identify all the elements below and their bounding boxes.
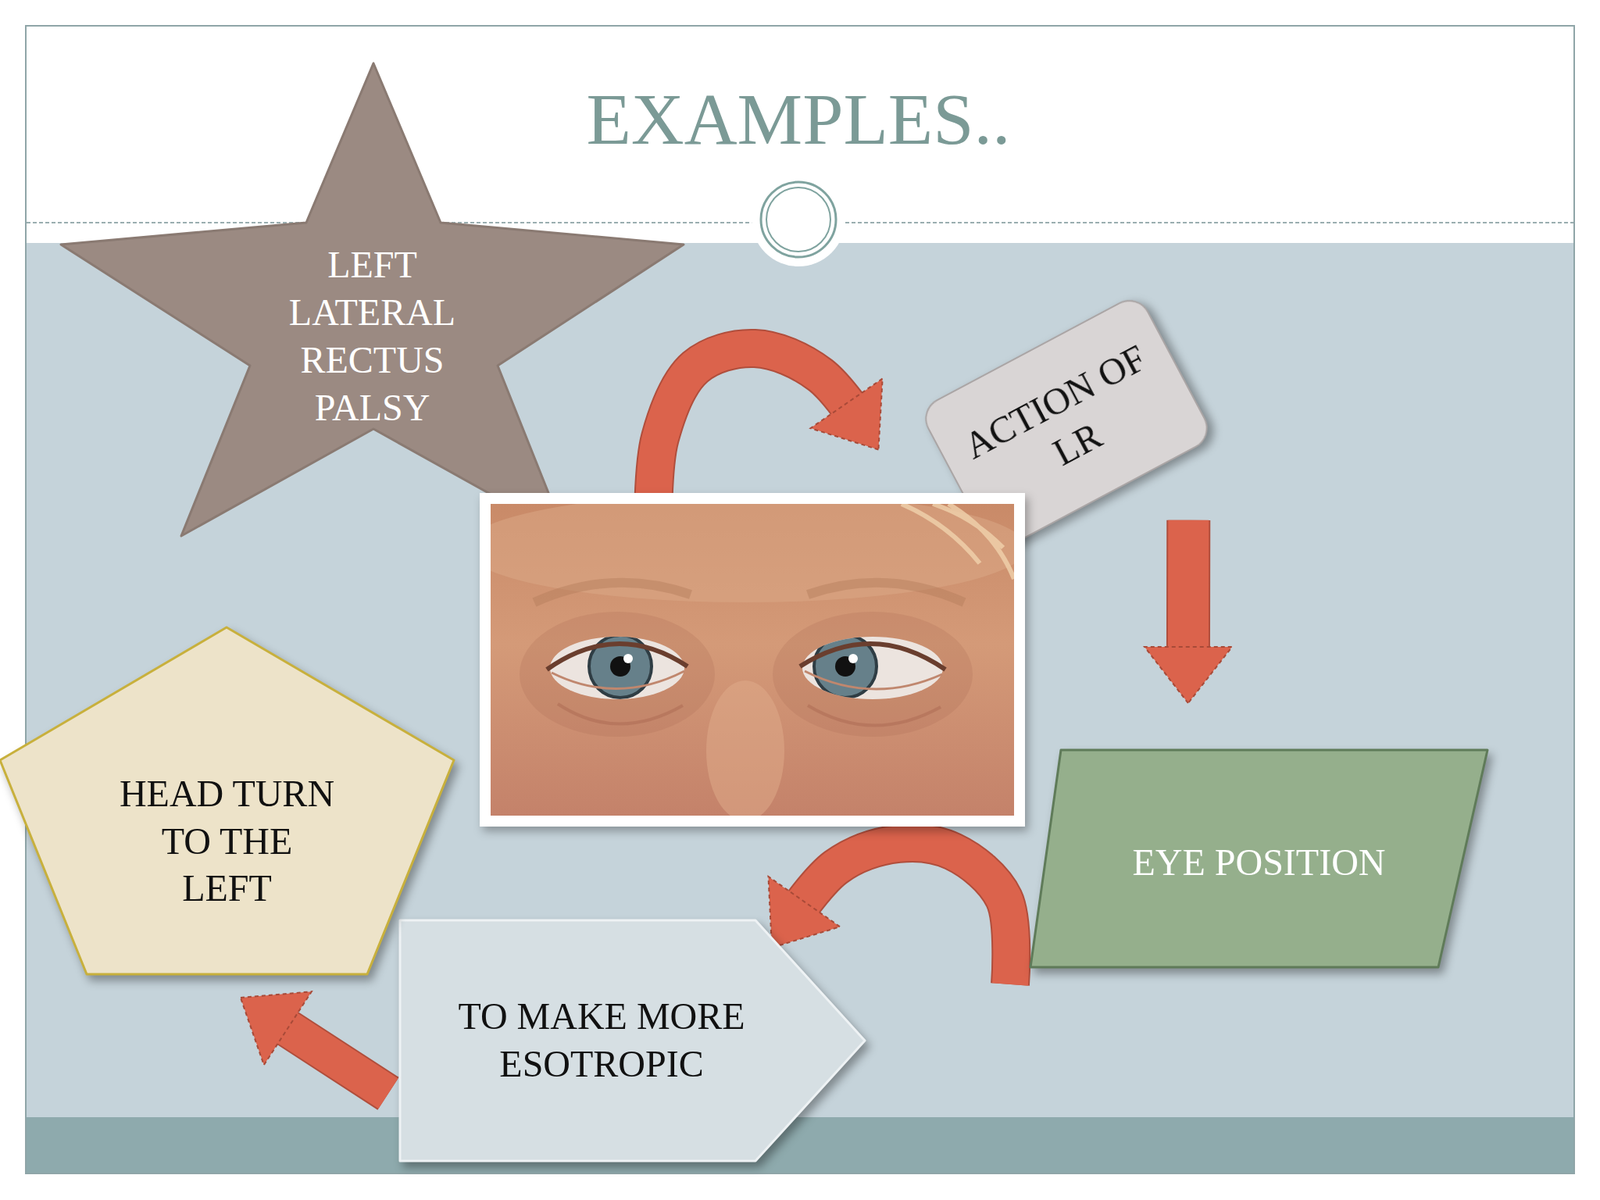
eye-socket	[519, 611, 715, 737]
hair-wisp	[901, 503, 1015, 579]
upper-eyelid	[546, 643, 946, 670]
position-parallelogram: EYE POSITION	[1030, 750, 1488, 968]
slide-frame	[25, 25, 1575, 1174]
lower-eyelid	[551, 671, 943, 690]
flow-arrow	[767, 842, 1011, 985]
node-text: TO MAKE MORE ESOTROPIC	[414, 992, 790, 1089]
rule-ornament-ring	[760, 182, 836, 258]
eyes-photo	[479, 492, 1025, 827]
under-eye-fold	[557, 703, 941, 726]
forehead	[490, 503, 1015, 603]
eye-highlight	[848, 653, 858, 664]
flow-arrow	[240, 991, 389, 1094]
node-text: HEAD TURN TO THE LEFT	[115, 770, 340, 914]
result-pentagon: HEAD TURN TO THE LEFT	[0, 627, 454, 975]
node-text: LEFT LATERAL RECTUS PALSY	[271, 241, 475, 433]
rule-ornament	[751, 172, 846, 267]
arrow-head	[767, 876, 840, 948]
bottom-band	[26, 1117, 1574, 1173]
reason-arrow-box-outline	[400, 920, 865, 1161]
nose-bridge	[706, 680, 785, 816]
rule-ornament-ring	[766, 187, 831, 252]
condition-star-outline	[60, 63, 684, 536]
arrow-head	[810, 378, 883, 450]
result-pentagon-outline	[0, 627, 454, 975]
eye-highlight	[623, 653, 633, 664]
flow-arrow	[1144, 520, 1233, 704]
eyebrow	[534, 582, 965, 603]
slide-title: EXAMPLES..	[407, 82, 1190, 156]
arrow-head	[240, 991, 312, 1065]
position-parallelogram-outline	[1030, 750, 1488, 968]
arrow-head	[1144, 646, 1233, 704]
eye-socket	[772, 611, 973, 737]
node-text: EYE POSITION	[1095, 839, 1424, 887]
reason-arrow-box: TO MAKE MORE ESOTROPIC	[400, 920, 865, 1161]
reason-arrow-box-shape	[400, 920, 865, 1161]
